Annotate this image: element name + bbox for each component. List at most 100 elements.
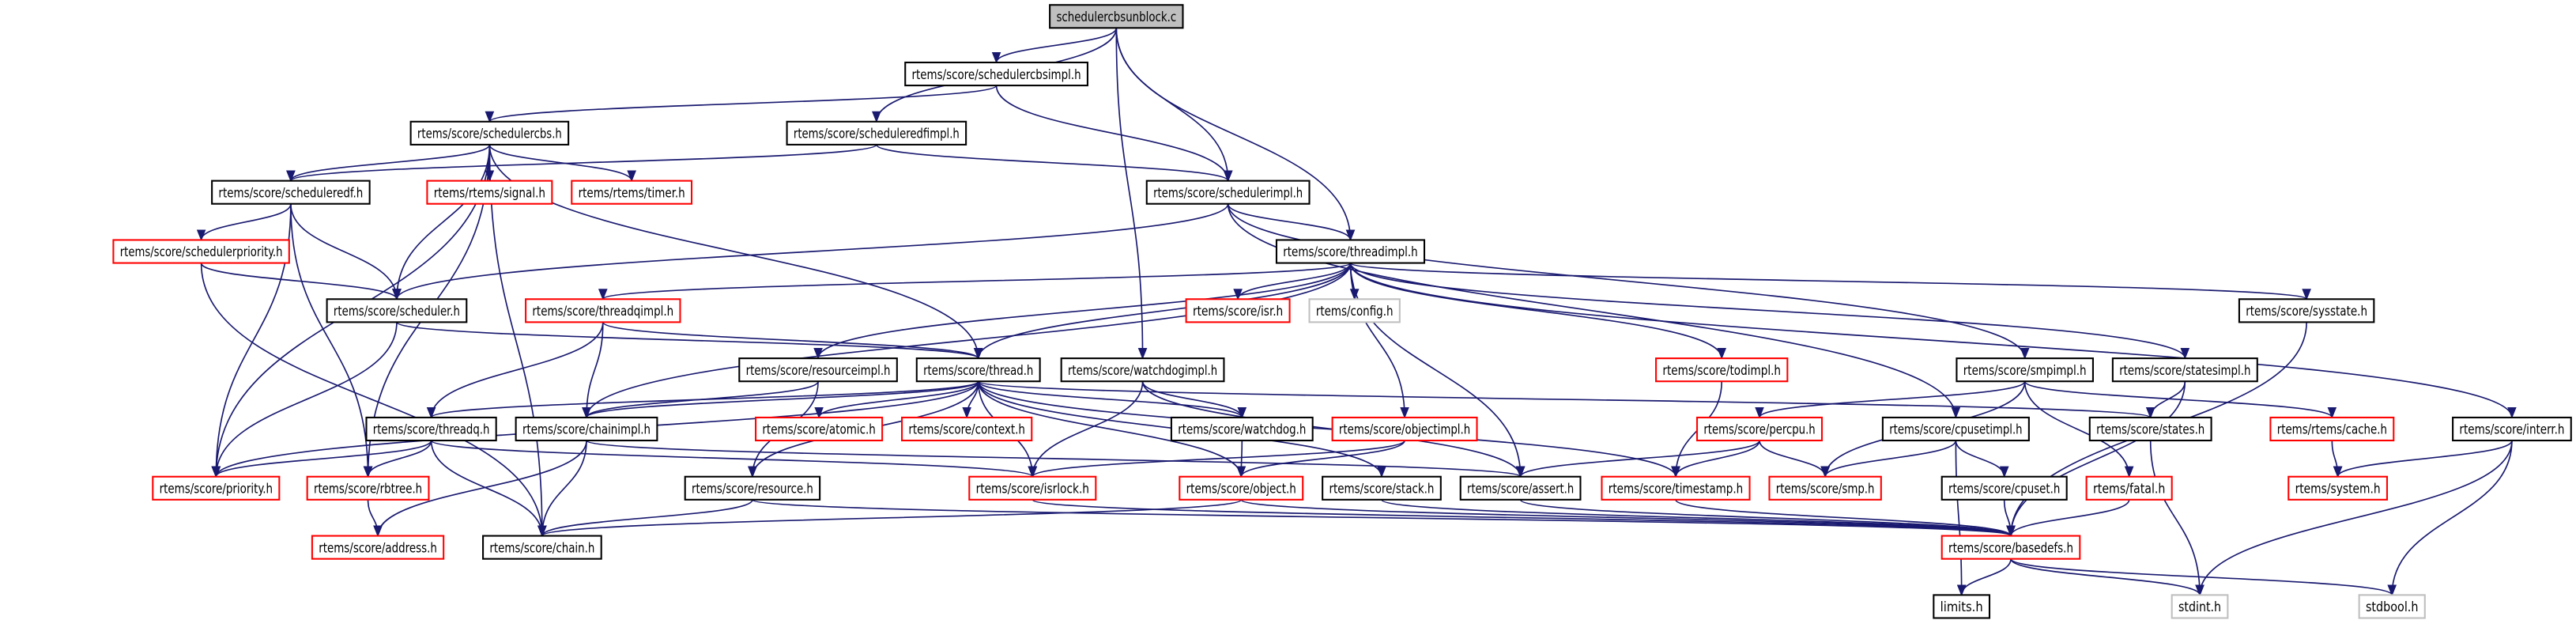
node-threadqimpl[interactable]: rtems/score/threadqimpl.h (525, 298, 681, 323)
node-label: rtems/score/smpimpl.h (1963, 363, 2087, 379)
node-cpuset[interactable]: rtems/score/cpuset.h (1940, 475, 2068, 501)
node-box (426, 180, 553, 205)
edge-cache-to-system (2331, 440, 2343, 478)
node-box (1145, 180, 1311, 205)
edge-cpuset-to-basedefs (2003, 499, 2016, 538)
node-box (2452, 416, 2572, 442)
node-statesimpl[interactable]: rtems/score/statesimpl.h (2111, 357, 2258, 383)
node-resource[interactable]: rtems/score/resource.h (684, 475, 821, 501)
edge-threadimpl-to-thread (973, 263, 1352, 360)
node-fatal[interactable]: rtems/fatal.h (2085, 475, 2173, 501)
node-schedulercbs[interactable]: rtems/score/schedulercbs.h (409, 120, 570, 146)
node-address[interactable]: rtems/score/address.h (311, 535, 445, 560)
edge-isrlock-to-basedefs (1032, 499, 2016, 538)
node-cpusetimpl[interactable]: rtems/score/cpusetimpl.h (1881, 416, 2030, 442)
edge-watchdogimpl-to-isrlock (1028, 381, 1144, 478)
node-box (311, 535, 445, 560)
node-box (306, 475, 430, 501)
node-threadimpl[interactable]: rtems/score/threadimpl.h (1275, 239, 1426, 264)
node-objectimpl[interactable]: rtems/score/objectimpl.h (1331, 416, 1478, 442)
node-box (2287, 475, 2389, 501)
node-label: rtems/score/states.h (2096, 422, 2204, 438)
node-stack[interactable]: rtems/score/stack.h (1322, 475, 1442, 501)
node-box (915, 357, 1041, 383)
node-box (1308, 298, 1401, 323)
node-box (525, 298, 681, 323)
node-context[interactable]: rtems/score/context.h (901, 416, 1033, 442)
edge-threadimpl-to-objectimpl (1349, 263, 1409, 419)
node-watchdog[interactable]: rtems/score/watchdog.h (1170, 416, 1314, 442)
node-signal[interactable]: rtems/rtems/signal.h (426, 180, 553, 205)
node-states[interactable]: rtems/score/states.h (2088, 416, 2212, 442)
edge-watchdog-to-object (1236, 440, 1247, 478)
node-basedefs[interactable]: rtems/score/basedefs.h (1940, 535, 2081, 560)
node-limits[interactable]: limits.h (1933, 594, 1991, 619)
node-label: rtems/score/stack.h (1329, 482, 1434, 497)
node-root[interactable]: schedulercbsunblock.c (1049, 4, 1184, 29)
edge-schedulerimpl-to-threadimpl (1227, 203, 1356, 241)
node-atomic[interactable]: rtems/score/atomic.h (755, 416, 884, 442)
edge-root-to-watchdogimpl (1115, 28, 1148, 360)
node-label: rtems/score/schedulerpriority.h (120, 244, 283, 260)
node-priority[interactable]: rtems/score/priority.h (152, 475, 281, 501)
edge-threadimpl-to-sysstate (1349, 262, 2311, 301)
node-label: rtems/score/percpu.h (1703, 422, 1815, 438)
node-smpimpl[interactable]: rtems/score/smpimpl.h (1956, 357, 2094, 383)
node-schedulerimpl[interactable]: rtems/score/schedulerimpl.h (1145, 180, 1311, 205)
edges-layer (196, 28, 2517, 596)
edge-schedulerpriority-to-scheduler (200, 263, 402, 301)
edge-percpu-to-assert (1515, 440, 1760, 478)
node-schedulercbsimpl[interactable]: rtems/score/schedulercbsimpl.h (904, 61, 1088, 87)
node-scheduleredf[interactable]: rtems/score/scheduleredf.h (211, 180, 371, 205)
node-resourceimpl[interactable]: rtems/score/resourceimpl.h (738, 357, 898, 383)
node-timestamp[interactable]: rtems/score/timestamp.h (1601, 475, 1751, 501)
node-scheduler[interactable]: rtems/score/scheduler.h (326, 298, 468, 323)
edge-resource-to-chain (537, 499, 753, 538)
node-interr[interactable]: rtems/score/interr.h (2452, 416, 2572, 442)
node-rbtree[interactable]: rtems/score/rbtree.h (306, 475, 430, 501)
node-threadq[interactable]: rtems/score/threadq.h (365, 416, 497, 442)
node-label: rtems/rtems/cache.h (2277, 422, 2387, 438)
edge-scheduleredf-to-schedulerpriority (196, 203, 292, 241)
node-box (968, 475, 1097, 501)
node-system[interactable]: rtems/system.h (2287, 475, 2389, 501)
node-assert[interactable]: rtems/score/assert.h (1459, 475, 1582, 501)
node-smp[interactable]: rtems/score/smp.h (1768, 475, 1882, 501)
node-chainimpl[interactable]: rtems/score/chainimpl.h (515, 416, 658, 442)
node-todimpl[interactable]: rtems/score/todimpl.h (1655, 357, 1789, 383)
node-chain[interactable]: rtems/score/chain.h (482, 535, 602, 560)
node-box (2238, 298, 2375, 323)
edge-schedulerimpl-to-cpusetimpl (1227, 203, 1961, 419)
node-label: rtems/score/watchdogimpl.h (1068, 363, 1217, 379)
node-sysstate[interactable]: rtems/score/sysstate.h (2238, 298, 2375, 323)
node-timer[interactable]: rtems/rtems/timer.h (571, 180, 693, 205)
node-schedulerpriority[interactable]: rtems/score/schedulerpriority.h (112, 239, 290, 264)
node-percpu[interactable]: rtems/score/percpu.h (1695, 416, 1824, 442)
edge-threadimpl-to-resourceimpl (813, 263, 1352, 360)
edge-scheduleredfimpl-to-scheduleredf (286, 144, 877, 183)
edge-schedulercbs-to-scheduleredf (286, 144, 491, 183)
edge-threadq-to-chain (430, 440, 547, 538)
node-config: rtems/config.h (1308, 298, 1401, 323)
edge-basedefs-to-limits (1956, 558, 2012, 596)
node-thread[interactable]: rtems/score/thread.h (915, 357, 1041, 383)
edge-assert-to-basedefs (1519, 499, 2016, 538)
node-label: rtems/score/isrlock.h (976, 482, 1089, 497)
node-isr[interactable]: rtems/score/isr.h (1185, 298, 1291, 323)
edge-object-to-chain (537, 499, 1243, 538)
node-watchdogimpl[interactable]: rtems/score/watchdogimpl.h (1060, 357, 1225, 383)
node-scheduleredfimpl[interactable]: rtems/score/scheduleredfimpl.h (786, 120, 967, 146)
edge-smpimpl-to-cache (2023, 380, 2337, 419)
node-label: rtems/score/scheduleredf.h (218, 185, 363, 201)
node-label: rtems/score/thread.h (923, 363, 1033, 379)
node-label: rtems/score/interr.h (2459, 422, 2564, 438)
node-box (901, 416, 1033, 442)
node-isrlock[interactable]: rtems/score/isrlock.h (968, 475, 1097, 501)
node-cache[interactable]: rtems/rtems/cache.h (2269, 416, 2395, 442)
node-label: schedulercbsunblock.c (1056, 9, 1176, 25)
edge-schedulercbsimpl-to-schedulerimpl (995, 85, 1233, 183)
node-object[interactable]: rtems/score/object.h (1179, 475, 1304, 501)
edge-scheduler-to-priority (211, 322, 398, 478)
edge-interr-to-stdint (2195, 440, 2513, 596)
